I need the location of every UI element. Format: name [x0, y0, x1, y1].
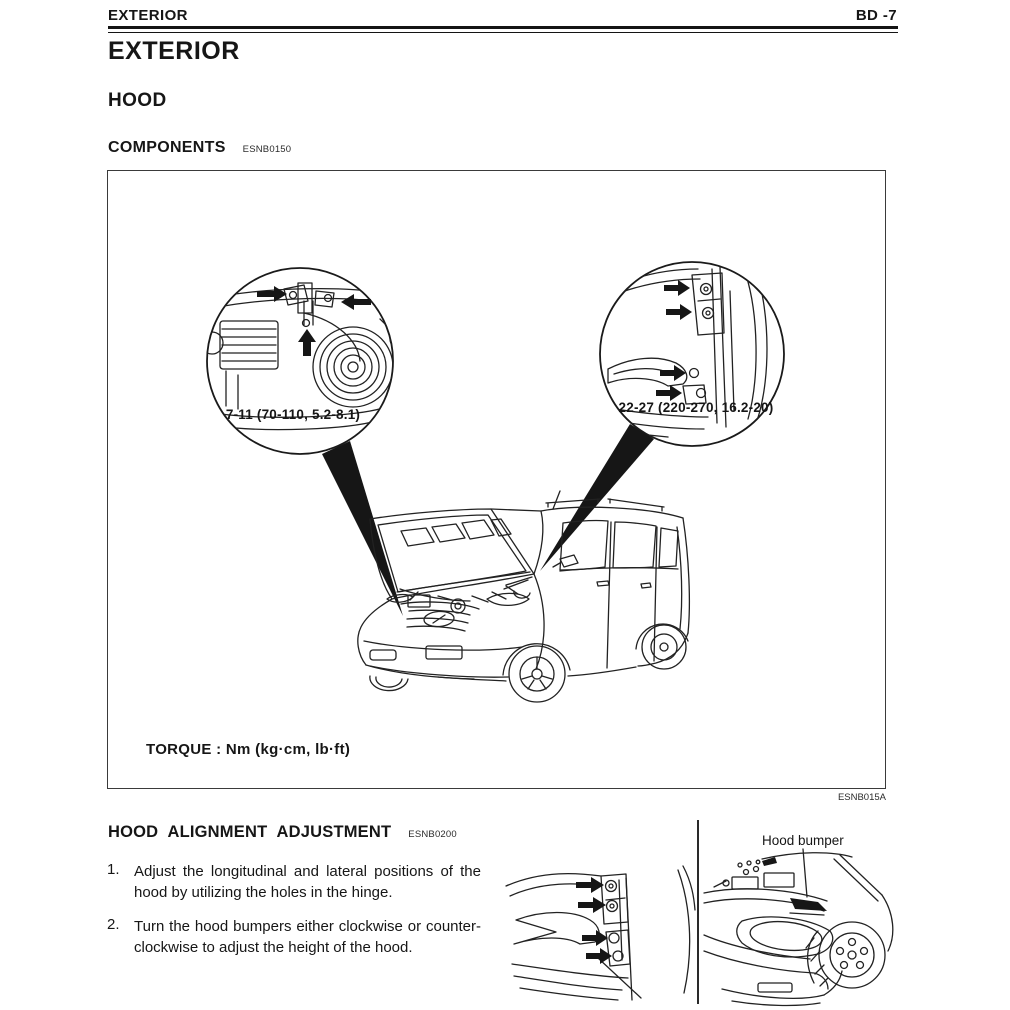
- torque-arrow: [341, 294, 371, 310]
- callout-circle-hinge: [599, 261, 785, 447]
- hood-bumper-figure: [703, 848, 894, 1007]
- hood-hinge-detail-figure: [505, 865, 696, 1001]
- hood-bumper-label: Hood bumper: [762, 833, 844, 848]
- header-rule: [108, 26, 898, 33]
- header-section-label: EXTERIOR: [108, 7, 188, 24]
- adjustment-code: ESNB0200: [408, 829, 457, 840]
- page-header: EXTERIOR BD -7: [108, 7, 897, 24]
- header-page-number: BD -7: [855, 7, 897, 24]
- adjustment-steps: 1. Adjust the longitudinal and lateral p…: [107, 861, 481, 971]
- clip-part: [762, 857, 777, 866]
- callout-wedge-right: [540, 424, 654, 571]
- step-1: 1. Adjust the longitudinal and lateral p…: [107, 861, 481, 903]
- callout-wedge-left: [322, 441, 403, 616]
- car-line-art: [357, 490, 691, 703]
- adjustment-heading-row: HOOD ALIGNMENT ADJUSTMENT ESNB0200: [108, 823, 457, 842]
- components-heading: COMPONENTS: [108, 139, 226, 156]
- torque-arrow: [578, 897, 606, 913]
- torque-note: TORQUE : Nm (kg·cm, lb·ft): [146, 741, 351, 758]
- torque-arrow: [298, 329, 316, 356]
- torque-arrow: [586, 948, 612, 964]
- page-title: EXTERIOR: [108, 37, 240, 65]
- torque-callout-right: 22-27 (220-270, 16.2-20): [618, 400, 774, 415]
- step-number: 2.: [107, 916, 120, 933]
- figure-divider: [697, 820, 699, 1004]
- components-figure: 7-11 (70-110, 5.2-8.1) 22-27 (220-270, 1…: [107, 170, 886, 789]
- torque-callout-left: 7-11 (70-110, 5.2-8.1): [225, 407, 361, 422]
- torque-arrow: [660, 365, 686, 381]
- torque-arrow: [656, 385, 682, 401]
- hood-heading: HOOD: [108, 90, 167, 111]
- step-2: 2. Turn the hood bumpers either clockwis…: [107, 916, 481, 958]
- figure-code: ESNB015A: [837, 792, 886, 803]
- torque-arrow: [666, 304, 692, 320]
- components-heading-row: COMPONENTS ESNB0150: [108, 139, 291, 157]
- torque-arrow: [582, 930, 608, 946]
- torque-arrow: [576, 877, 604, 893]
- callout-circle-latch: [206, 267, 394, 455]
- torque-arrow: [664, 280, 690, 296]
- step-number: 1.: [107, 861, 120, 878]
- hood-bumper-part: [790, 898, 827, 911]
- adjustment-heading: HOOD ALIGNMENT ADJUSTMENT: [108, 823, 392, 841]
- torque-arrow: [257, 286, 287, 302]
- hood-components-diagram: [206, 261, 785, 703]
- leader-line: [802, 848, 808, 898]
- step-text: Adjust the longitudinal and lateral posi…: [134, 863, 481, 901]
- components-code: ESNB0150: [242, 144, 292, 155]
- step-text: Turn the hood bumpers either clockwise o…: [134, 918, 481, 956]
